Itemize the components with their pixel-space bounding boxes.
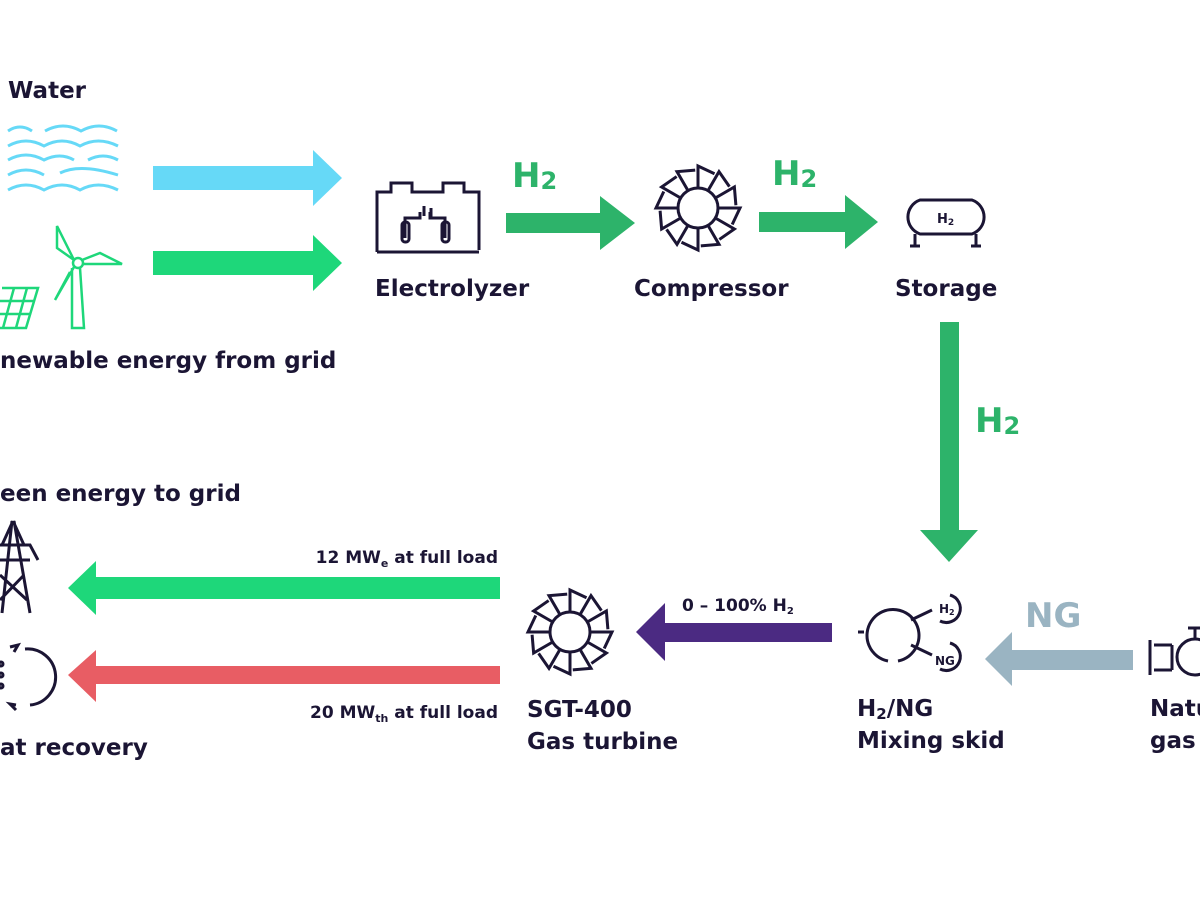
h2-flow-label: H2 xyxy=(772,154,817,194)
blade-mark xyxy=(568,587,588,612)
heat-arrow xyxy=(68,650,500,702)
wind-turbine-icon xyxy=(53,225,123,330)
water-arrow xyxy=(153,150,342,206)
h2-arrow-to-storage xyxy=(759,195,878,249)
storage-icon-text: H2 xyxy=(937,212,954,228)
blade-mark xyxy=(552,652,572,677)
natural-gas-label-2: gas xyxy=(1150,728,1196,754)
water-waves-icon xyxy=(7,124,119,192)
heat-recovery-icon xyxy=(0,642,58,712)
gas-turbine-icon xyxy=(525,587,615,677)
mixing-skid-icon xyxy=(858,593,962,672)
blade-mark xyxy=(674,168,696,192)
natural-gas-label: Natural xyxy=(1150,696,1200,722)
h2-arrow-to-mixing xyxy=(920,322,978,562)
blade-mark xyxy=(665,224,690,248)
blade-mark xyxy=(658,175,682,200)
blade-mark xyxy=(706,168,731,192)
turbine-type-label: Gas turbine xyxy=(527,729,678,755)
storage-tank-icon xyxy=(906,198,986,248)
power-output-label: 12 MWe at full load xyxy=(316,548,498,570)
solar-panel-icon xyxy=(0,286,40,330)
blade-mark xyxy=(546,592,568,616)
h2-flow-label: H2 xyxy=(512,156,557,196)
renewable-arrow xyxy=(153,235,342,291)
gas-valve-icon xyxy=(1148,626,1200,677)
blade-mark xyxy=(653,190,678,210)
blade-mark xyxy=(586,640,610,665)
electrolyzer-icon xyxy=(375,181,481,254)
blade-mark xyxy=(590,630,615,650)
heat-output-label: 20 MWth at full load xyxy=(310,703,498,725)
compressor-label: Compressor xyxy=(634,276,789,302)
fuel-blend-arrow xyxy=(636,603,832,661)
blade-mark xyxy=(680,228,700,253)
grid-output-label: een energy to grid xyxy=(0,481,241,507)
turbine-model-label: SGT-400 xyxy=(527,697,632,723)
blade-mark xyxy=(714,184,738,206)
natural-gas-arrow xyxy=(985,632,1133,686)
ng-badge: NG xyxy=(935,654,955,668)
ng-flow-label: NG xyxy=(1025,596,1081,636)
h2-flow-label: H2 xyxy=(975,401,1020,441)
mixing-skid-title: H2/NG xyxy=(857,696,933,723)
compressor-icon xyxy=(653,163,743,253)
h2-badge: H2 xyxy=(939,602,955,617)
blade-mark xyxy=(572,648,594,672)
blade-mark xyxy=(700,224,722,248)
power-to-grid-arrow xyxy=(68,561,500,615)
renewable-label: newable energy from grid xyxy=(0,348,336,374)
blade-mark xyxy=(578,592,603,616)
water-label: Water xyxy=(8,78,87,104)
blade-mark xyxy=(537,648,562,672)
blade-mark xyxy=(525,614,550,634)
electrolyzer-label: Electrolyzer xyxy=(375,276,530,302)
blade-mark xyxy=(586,608,610,630)
blend-label: 0 – 100% H2 xyxy=(682,596,794,617)
blade-mark xyxy=(696,163,716,188)
storage-label: Storage xyxy=(895,276,997,302)
blade-mark xyxy=(718,206,743,226)
blade-mark xyxy=(714,216,738,241)
mixing-skid-label: Mixing skid xyxy=(857,728,1005,754)
blade-mark xyxy=(530,634,554,656)
h2-arrow-to-compressor xyxy=(506,196,635,250)
heat-recovery-label: at recovery xyxy=(0,735,148,761)
power-tower-icon xyxy=(0,520,40,614)
blade-mark xyxy=(530,599,554,624)
blade-mark xyxy=(658,210,682,232)
